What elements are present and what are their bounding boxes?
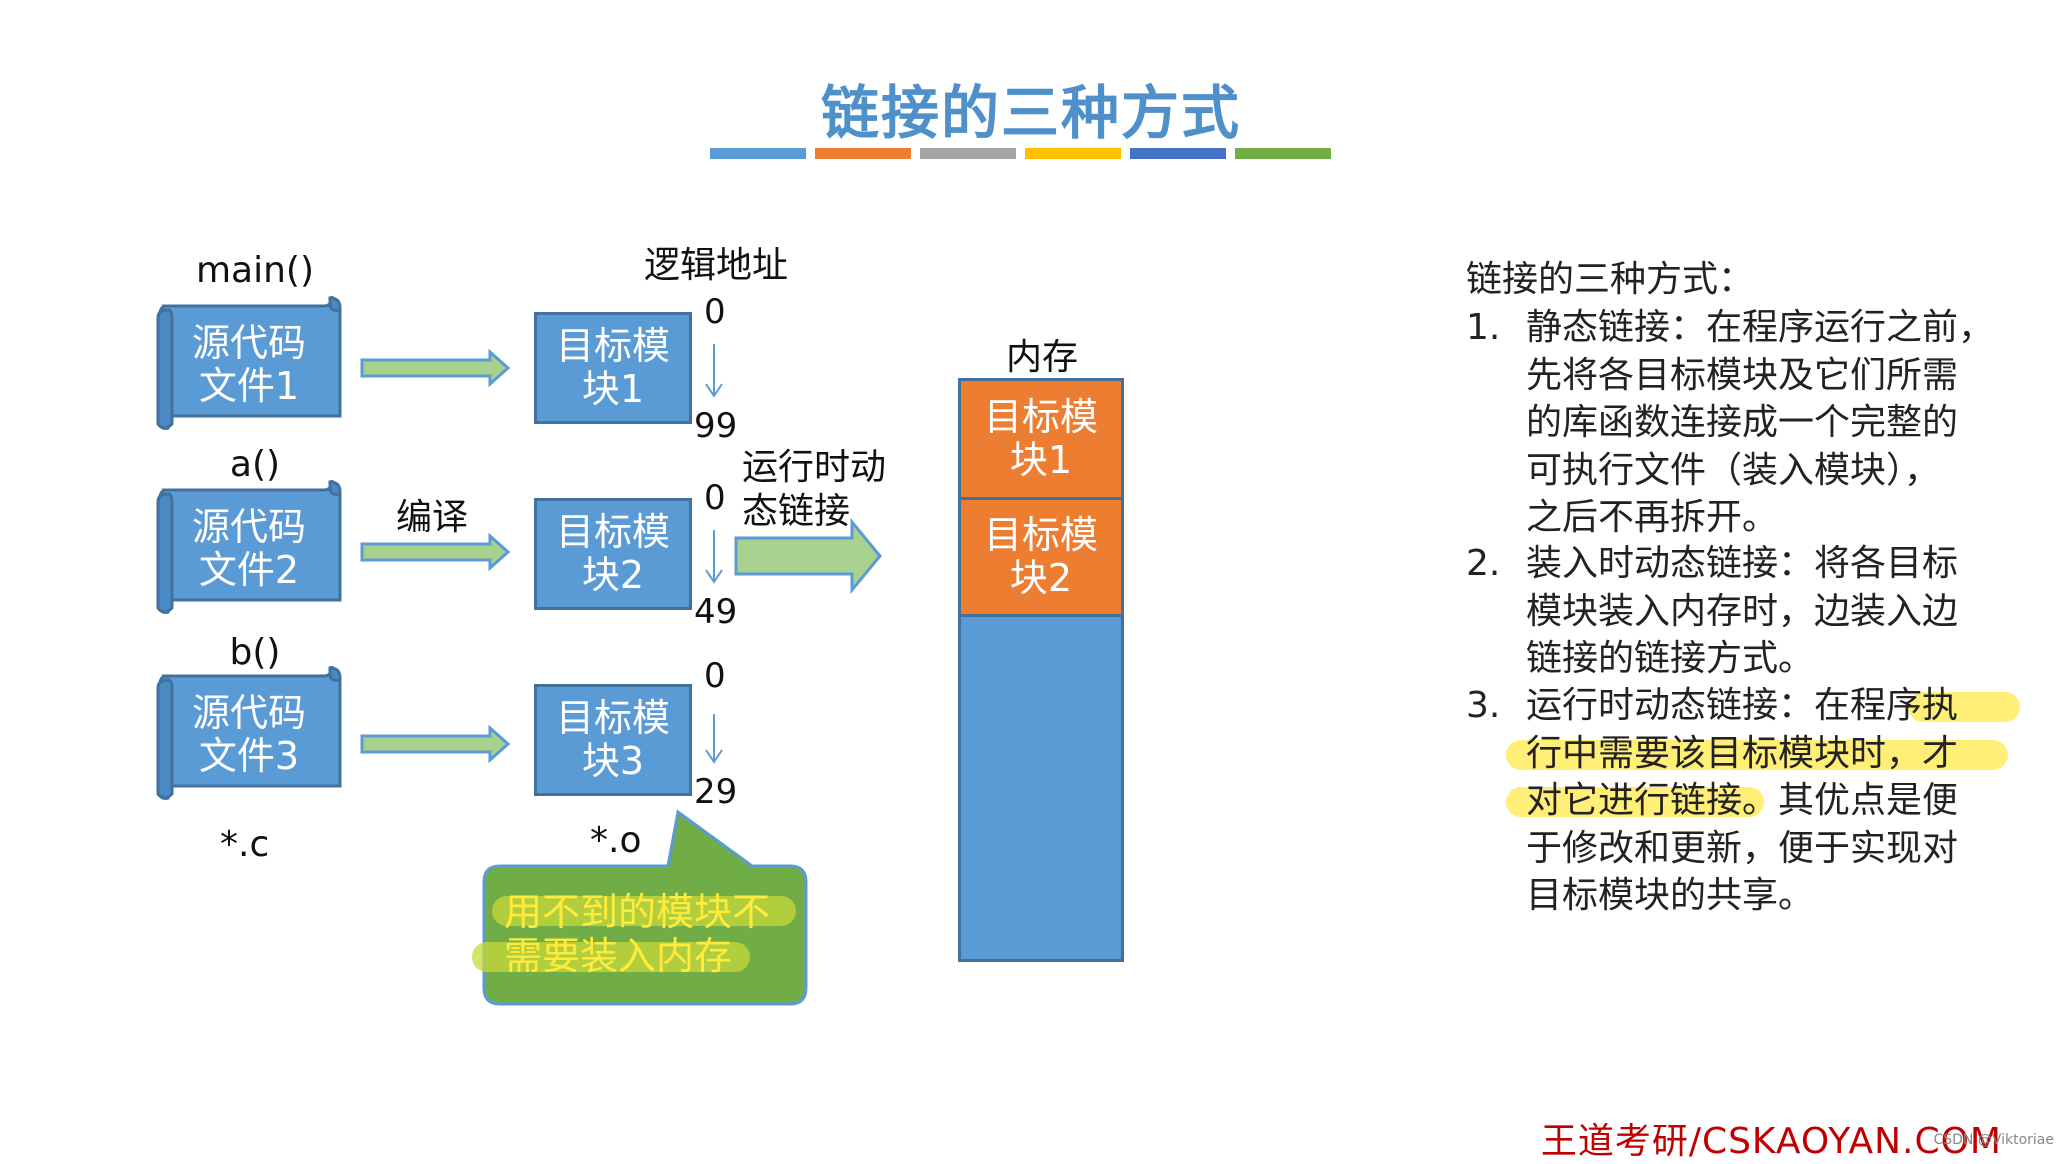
explanation-item-3-num: 3. <box>1466 685 1501 726</box>
explanation-item-3-line2: 行中需要该目标模块时，才 <box>1526 732 1959 774</box>
module-2-start-address: 0 <box>704 478 726 518</box>
address-arrow-3 <box>705 714 723 764</box>
runtime-link-label: 运行时动 态链接 <box>742 446 886 534</box>
source-file-2-line1: 源代码 <box>191 505 306 549</box>
explanation-item-2: 装入时动态链接：将各目标 模块装入内存时，边装入边 链接的链接方式。 <box>1526 540 1958 683</box>
highlight-mark-2 <box>1506 739 2008 770</box>
object-module-2-line1: 目标模 <box>555 510 670 554</box>
explanation-item-3-line5: 目标模块的共享。 <box>1526 875 1815 916</box>
watermark: CSDN @Viktoriae <box>1933 1132 2054 1148</box>
source-file-2-line2: 文件2 <box>198 548 300 592</box>
object-module-1-line2: 块1 <box>581 367 645 411</box>
explanation-item-2-num: 2. <box>1466 543 1501 584</box>
runtime-link-arrow <box>734 517 882 595</box>
explanation-item-2-line2: 模块装入内存时，边装入边 <box>1526 590 1959 632</box>
explanation-heading: 链接的三种方式： <box>1466 259 1755 300</box>
object-ext-label: *.o <box>590 820 642 861</box>
source-ext-label: *.c <box>220 824 270 865</box>
source-func-label-1: main() <box>195 250 315 291</box>
callout-text: 用不到的模块不 需要装入内存 <box>504 890 770 978</box>
callout-highlight-1 <box>492 896 796 926</box>
memory-label: 内存 <box>1006 337 1079 378</box>
explanation-item-1-line2: 先将各目标模块及它们所需 <box>1526 354 1959 396</box>
highlight-mark-3 <box>1506 787 1764 817</box>
page-title: 链接的三种方式 <box>820 79 1241 147</box>
source-func-label-3: b() <box>229 632 281 673</box>
explanation-item-1-line1: 静态链接：在程序运行之前， <box>1526 307 1995 348</box>
logical-address-label: 逻辑地址 <box>644 245 789 286</box>
memory-free-area <box>958 614 1124 962</box>
memory-cell-1-line2: 块1 <box>1009 438 1073 482</box>
explanation-item-3: 运行时动态链接：在程序执 行中需要该目标模块时，才 对它进行链接。其优点是便 于… <box>1506 682 2020 920</box>
source-file-3: 源代码 文件3 <box>160 692 338 778</box>
explanation-item-1-line3: 的库函数连接成一个完整的 <box>1526 402 1959 443</box>
memory-cell-1: 目标模 块1 <box>958 378 1124 500</box>
object-module-2: 目标模 块2 <box>534 498 692 610</box>
runtime-link-label-line2: 态链接 <box>742 491 851 532</box>
memory-cell-2-line2: 块2 <box>1009 556 1073 600</box>
highlight-mark-1 <box>1908 692 2020 722</box>
module-1-end-address: 99 <box>694 406 738 446</box>
title-bar-5 <box>1130 148 1226 159</box>
address-arrow-1 <box>705 344 723 398</box>
explanation-item-3-line3: 对它进行链接。其优点是便 <box>1526 780 1959 821</box>
object-module-2-line2: 块2 <box>581 553 645 597</box>
module-3-end-address: 29 <box>694 772 738 812</box>
compile-arrow-2 <box>360 532 511 572</box>
explanation-item-2-line3: 链接的链接方式。 <box>1526 638 1815 679</box>
source-file-1: 源代码 文件1 <box>160 322 338 408</box>
callout-text-line1: 用不到的模块不 <box>504 890 771 934</box>
title-bar-3 <box>920 148 1016 159</box>
object-module-3-line2: 块3 <box>581 739 645 783</box>
title-bar-4 <box>1025 148 1121 159</box>
source-func-label-2: a() <box>229 444 281 485</box>
runtime-link-label-line1: 运行时动 <box>742 447 887 488</box>
callout-highlight-2 <box>472 942 750 972</box>
source-file-3-line1: 源代码 <box>191 691 306 735</box>
explanation-item-1: 静态链接：在程序运行之前， 先将各目标模块及它们所需 的库函数连接成一个完整的 … <box>1526 304 1994 542</box>
memory-cell-2: 目标模 块2 <box>958 497 1124 617</box>
title-bar-2 <box>815 148 911 159</box>
explanation-item-1-line4: 可执行文件（装入模块）， <box>1526 449 1941 491</box>
title-bar-6 <box>1235 148 1331 159</box>
explanation-item-1-num: 1. <box>1466 307 1501 348</box>
explanation-item-1-line5: 之后不再拆开。 <box>1526 497 1779 538</box>
explanation-item-3-line4: 于修改和更新，便于实现对 <box>1526 827 1959 869</box>
explanation-item-2-line1: 装入时动态链接：将各目标 <box>1526 543 1959 584</box>
module-3-start-address: 0 <box>704 656 726 696</box>
object-module-3: 目标模 块3 <box>534 684 692 796</box>
source-file-1-line2: 文件1 <box>198 364 300 408</box>
source-file-2: 源代码 文件2 <box>160 506 338 592</box>
module-1-start-address: 0 <box>704 292 726 332</box>
object-module-1: 目标模 块1 <box>534 312 692 424</box>
memory-cell-2-line1: 目标模 <box>983 513 1098 557</box>
memory-cell-1-line1: 目标模 <box>983 395 1098 439</box>
callout-text-line2: 需要装入内存 <box>504 934 733 978</box>
address-arrow-2 <box>705 530 723 584</box>
object-module-1-line1: 目标模 <box>555 324 670 368</box>
compile-arrow-3 <box>360 724 511 764</box>
source-file-1-line1: 源代码 <box>191 321 306 365</box>
source-file-3-line2: 文件3 <box>198 734 300 778</box>
title-bar-1 <box>710 148 806 159</box>
compile-arrow-1 <box>360 348 511 388</box>
object-module-3-line1: 目标模 <box>555 696 670 740</box>
explanation-item-3-line1: 运行时动态链接：在程序执 <box>1526 685 1959 726</box>
compile-label: 编译 <box>396 497 469 538</box>
module-2-end-address: 49 <box>694 592 738 632</box>
